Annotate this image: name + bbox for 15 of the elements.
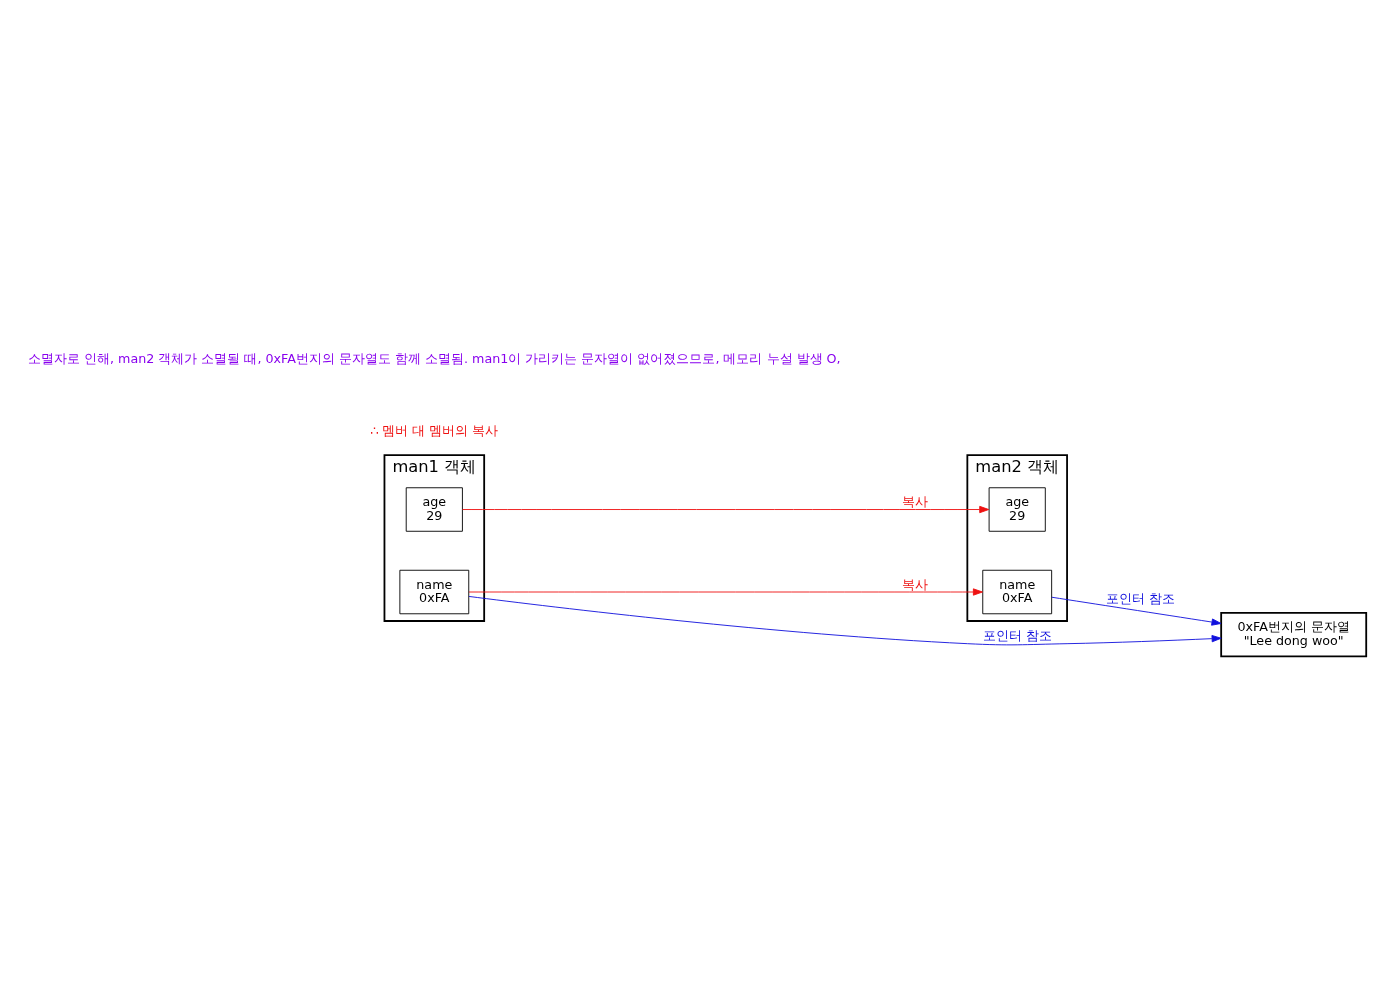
node-box: age 29 <box>405 487 463 532</box>
edge-label: 포인터 참조 <box>982 628 1052 644</box>
arrow <box>1051 596 1222 626</box>
node-box: name 0xFA <box>982 569 1053 615</box>
label: 소멸자로 인해, man2 객체가 소멸될 때, 0xFA번지의 문자열도 함께 소멸됨. man1이 가리키는 문자열이 없어졌으므로, 메모리 누설 발생 O, <box>28 351 841 367</box>
node-box: name 0xFA <box>399 569 470 615</box>
edge-label: 복사 <box>902 494 929 510</box>
node-box: 0xFA번지의 문자열 "Lee dong woo" <box>1220 611 1368 658</box>
arrow <box>468 588 983 596</box>
arrow <box>462 505 990 514</box>
edge-label: 포인터 참조 <box>1105 591 1176 607</box>
arrow <box>468 596 1222 646</box>
node-box: age 29 <box>988 487 1046 532</box>
edge-label: 복사 <box>902 576 929 592</box>
label: ∴ 멤버 대 멤버의 복사 <box>370 422 499 438</box>
